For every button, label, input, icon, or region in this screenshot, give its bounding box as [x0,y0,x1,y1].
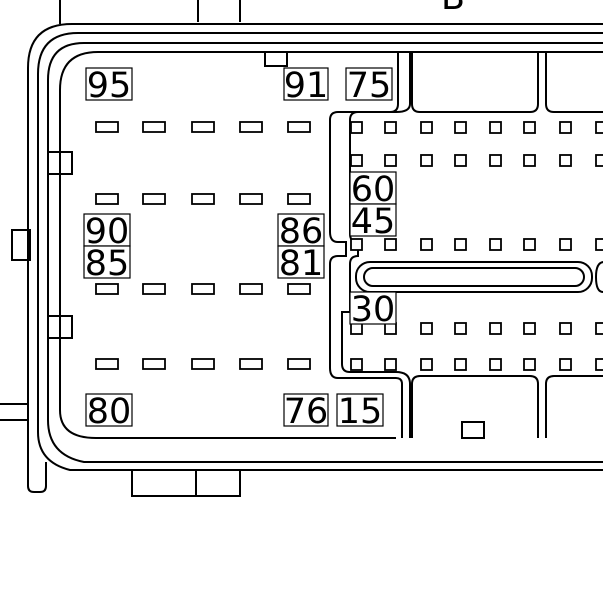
pin-cavity [559,358,572,371]
pin-cavity [239,358,263,370]
pin-cavity [287,193,311,205]
pin-cavity [559,322,572,335]
pin-cavity [350,121,363,134]
pin-cavity [420,238,433,251]
pin-label-15: 15 [338,392,383,432]
pin-cavity [384,121,397,134]
pin-cavity [142,121,166,133]
pin-label-box [83,213,131,247]
pin-cavity [489,358,502,371]
pin-label-box [83,245,131,279]
pin-cavity [489,154,502,167]
pin-cavity [454,154,467,167]
connector-housing [0,23,603,497]
pin-cavity [454,238,467,251]
pin-cavity [559,121,572,134]
pin-cavity [489,322,502,335]
pin-cavity [595,322,603,335]
pin-cavity [523,322,536,335]
pin-label-box [283,393,329,427]
connector-letter: B [441,0,465,18]
pin-label-81: 81 [279,244,324,284]
pin-label-45: 45 [351,202,396,242]
pin-cavity [95,358,119,370]
pin-cavity [595,358,603,371]
pin-cavity [454,358,467,371]
pin-label-box [349,203,397,237]
pin-cavity [95,121,119,133]
pin-label-box [349,291,397,325]
pin-cavity [239,193,263,205]
pin-label-box [349,171,397,205]
pin-label-box [277,213,325,247]
pin-cavity [384,154,397,167]
pin-cavity [454,121,467,134]
pin-label-80: 80 [87,392,132,432]
pin-cavity [489,121,502,134]
pin-cavity [350,358,363,371]
pin-cavity [287,358,311,370]
pin-cavity [287,283,311,295]
pin-cavity [350,154,363,167]
pin-cavity [559,238,572,251]
pin-cavity [191,283,215,295]
pin-label-75: 75 [347,66,392,106]
pin-label-86: 86 [279,212,324,252]
pin-label-box [85,393,133,427]
pin-cavity [239,121,263,133]
pin-cavity [239,283,263,295]
pin-label-box [85,67,133,101]
pin-cavity [595,238,603,251]
pin-cavity [420,358,433,371]
pin-cavity [95,193,119,205]
pin-cavity [420,121,433,134]
pin-label-90: 90 [85,212,130,252]
pin-cavity [384,238,397,251]
pin-cavity [95,283,119,295]
pin-cavity [142,358,166,370]
pin-cavity [559,154,572,167]
pin-cavity [350,238,363,251]
pin-label-box [277,245,325,279]
pin-cavity [595,121,603,134]
pin-label-box [345,67,393,101]
pin-label-85: 85 [85,244,130,284]
pin-cavity [523,154,536,167]
pin-cavity [420,154,433,167]
pin-cavity [523,121,536,134]
pin-cavity [454,322,467,335]
top-latch [59,0,241,24]
pin-cavity [523,238,536,251]
right-cavities [355,52,603,438]
pin-cavity [191,358,215,370]
pin-label-box [283,67,329,101]
pin-cavity [384,358,397,371]
pin-label-box [336,393,384,427]
pin-cavity [595,154,603,167]
pin-cavity [523,358,536,371]
pin-cavity [191,121,215,133]
pin-label-91: 91 [284,66,329,106]
pin-cavity [191,193,215,205]
pin-cavity [420,322,433,335]
pin-label-76: 76 [284,392,329,432]
pin-label-30: 30 [351,290,396,330]
pin-cavity [142,283,166,295]
pin-cavity [489,238,502,251]
pin-label-95: 95 [87,66,132,106]
pin-grid [95,121,603,371]
pin-label-60: 60 [351,170,396,210]
pin-cavity [287,121,311,133]
pin-cavity [142,193,166,205]
